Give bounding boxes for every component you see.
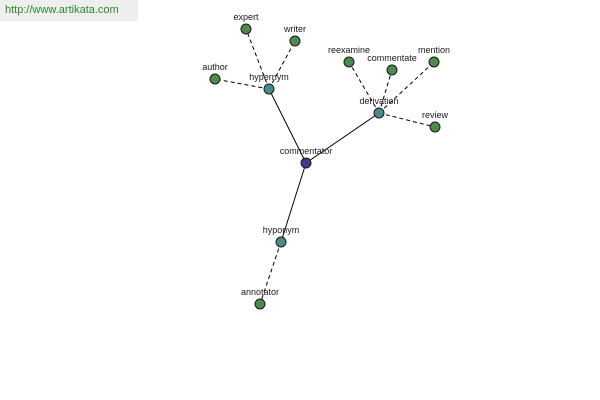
edges-layer [214, 28, 436, 305]
node-label: expert [233, 12, 259, 22]
node-hypernym[interactable]: hypernym [249, 72, 289, 95]
node-derivation[interactable]: derivation [359, 96, 399, 119]
node-label: reexamine [328, 45, 370, 55]
node-label: writer [283, 24, 306, 34]
nodes-layer: commentator hypernym derivation hyponym expe… [202, 12, 450, 310]
node-reexamine[interactable]: reexamine [328, 45, 370, 68]
edge-hyponym-annotator [259, 241, 282, 305]
node-marker[interactable] [428, 56, 440, 68]
node-mention[interactable]: mention [418, 45, 450, 68]
node-label: review [422, 110, 449, 120]
node-marker[interactable] [386, 64, 398, 76]
node-marker[interactable] [289, 35, 301, 47]
node-review[interactable]: review [422, 110, 449, 133]
edge-commentator-derivation [305, 112, 380, 164]
edge-derivation-reexamine [348, 61, 380, 114]
node-marker[interactable] [429, 121, 441, 133]
node-label: commentator [280, 146, 333, 156]
node-commentator[interactable]: commentator [280, 146, 333, 169]
edge-derivation-commentate [378, 69, 393, 114]
node-label: annotator [241, 287, 279, 297]
node-hyponym[interactable]: hyponym [263, 225, 300, 248]
node-marker[interactable] [209, 73, 221, 85]
node-expert[interactable]: expert [233, 12, 259, 35]
node-marker[interactable] [300, 157, 312, 169]
node-commentate[interactable]: commentate [367, 53, 417, 76]
edge-hypernym-expert [245, 28, 270, 90]
edge-commentator-hypernym [268, 88, 307, 164]
node-annotator[interactable]: annotator [241, 287, 279, 310]
node-marker[interactable] [240, 23, 252, 35]
node-marker[interactable] [263, 83, 275, 95]
node-marker[interactable] [373, 107, 385, 119]
node-writer[interactable]: writer [283, 24, 306, 47]
site-url-link[interactable]: http://www.artikata.com [0, 0, 138, 21]
node-label: hyponym [263, 225, 300, 235]
edge-derivation-mention [378, 61, 435, 114]
node-label: mention [418, 45, 450, 55]
node-label: author [202, 62, 228, 72]
node-label: commentate [367, 53, 417, 63]
edge-hypernym-writer [268, 40, 296, 90]
node-marker[interactable] [275, 236, 287, 248]
node-author[interactable]: author [202, 62, 228, 85]
edge-commentator-hyponym [280, 162, 307, 243]
edge-hypernym-author [214, 78, 270, 90]
node-label: derivation [359, 96, 398, 106]
node-marker[interactable] [254, 298, 266, 310]
edge-derivation-review [378, 112, 436, 128]
node-marker[interactable] [343, 56, 355, 68]
node-label: hypernym [249, 72, 289, 82]
